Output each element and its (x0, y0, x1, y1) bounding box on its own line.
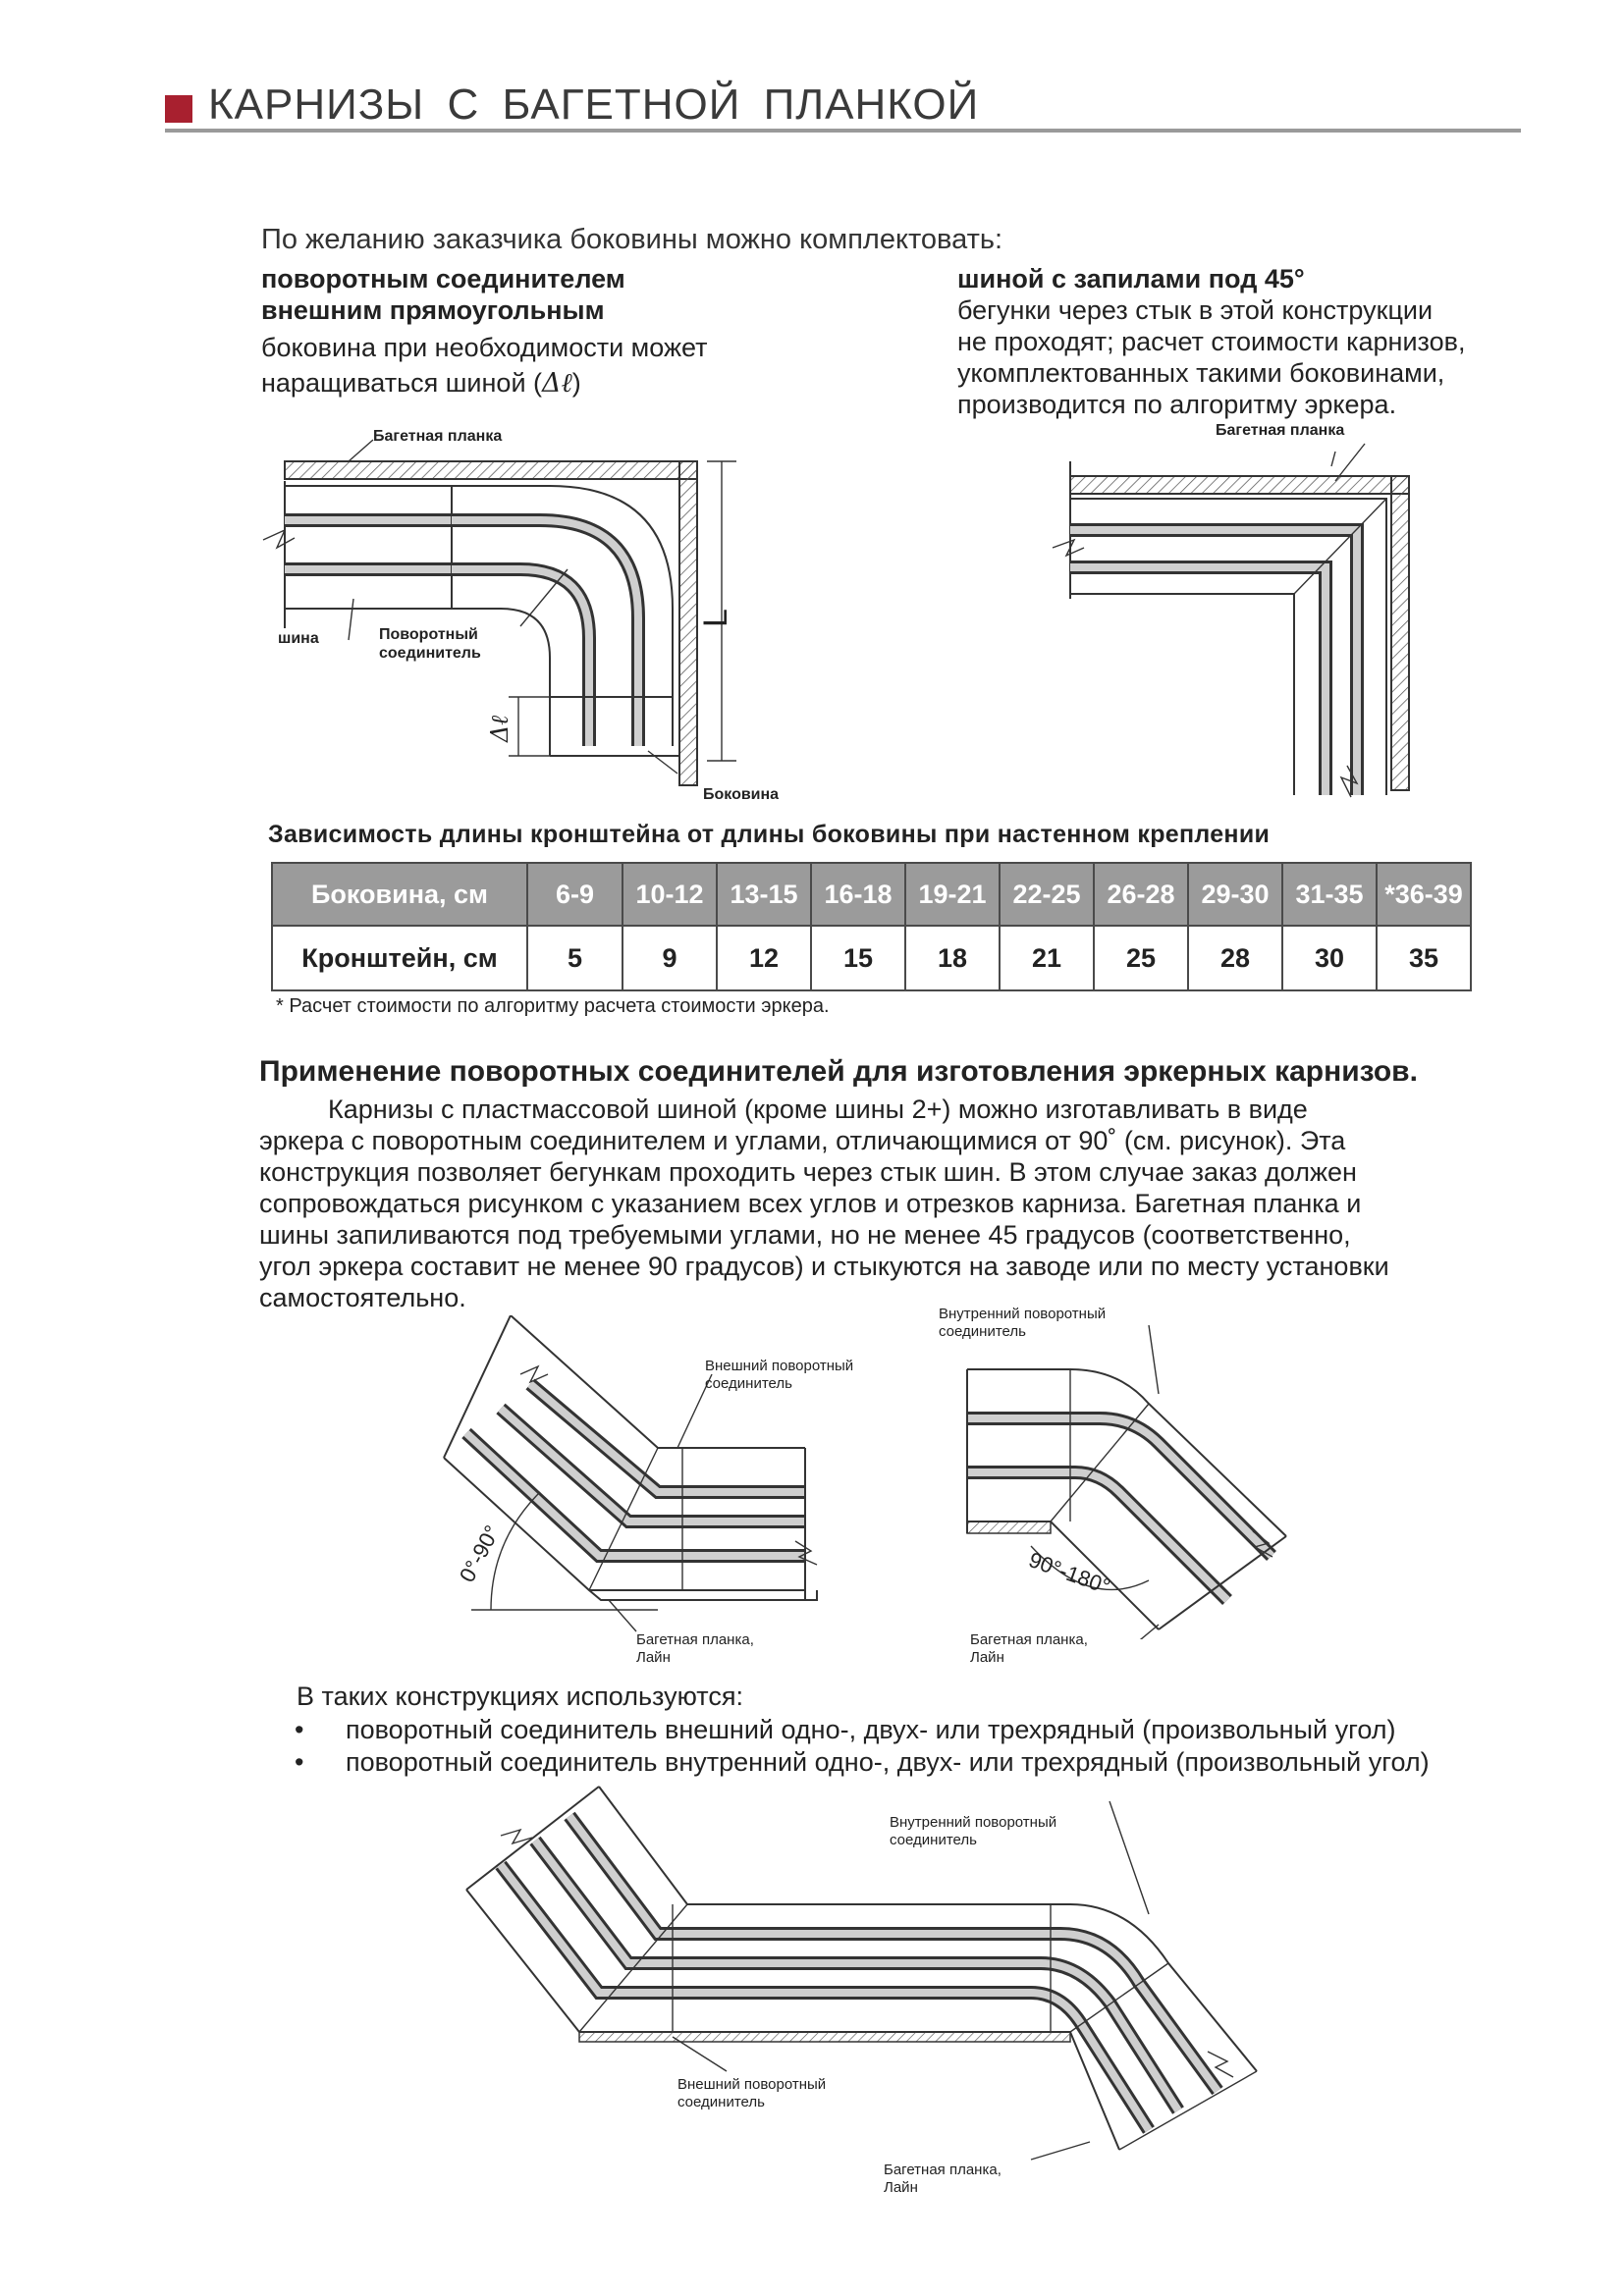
section2-line: угол эркера составит не менее 90 градусо… (259, 1252, 1389, 1281)
figure-external-angled-connector (443, 1315, 818, 1632)
table-cell: 19-21 (904, 862, 1001, 927)
section2-line: эркера с поворотным соединителем и углам… (259, 1126, 1346, 1155)
table-cell: 18 (904, 925, 1001, 991)
figure-internal-angled-connector (966, 1324, 1287, 1639)
table-caption: Зависимость длины кронштейна от длины бо… (268, 821, 1271, 848)
delta-l-symbol: Δℓ (542, 368, 572, 399)
fig3-label-baget1: Багетная планка, (636, 1631, 754, 1648)
table-cell: 10-12 (622, 862, 718, 927)
section2-line: шины запиливаются под требуемыми углами,… (259, 1220, 1351, 1250)
section2-line: сопровождаться рисунком с указанием всех… (259, 1189, 1362, 1218)
table-cell: 31-35 (1281, 862, 1378, 927)
header-rule (165, 129, 1521, 133)
connector-list: поворотный соединитель внешний одно-, дв… (267, 1714, 1430, 1779)
fig3-label-baget2: Лайн (636, 1649, 671, 1666)
intro-right-bold1: шиной с запилами под 45° (957, 264, 1305, 294)
intro-heading: По желанию заказчика боковины можно комп… (261, 224, 1003, 255)
intro-left-bold1: поворотным соединителем (261, 264, 625, 294)
wall-top (284, 460, 698, 480)
table-cell: 35 (1376, 925, 1472, 991)
table-cell: 28 (1187, 925, 1283, 991)
fig3-label-conn2: соединитель (705, 1375, 792, 1392)
list-item: поворотный соединитель внешний одно-, дв… (267, 1714, 1430, 1746)
intro-left-close: ) (571, 368, 581, 398)
table-cell: 22-25 (999, 862, 1095, 927)
wall-right (678, 460, 698, 786)
list-intro: В таких конструкциях используются: (297, 1682, 743, 1711)
intro-left-bold2: внешним прямоугольным (261, 295, 605, 325)
intro-right-line4: производится по алгоритму эркера. (957, 390, 1397, 419)
intro-right-line3: укомплектованных такими боковинами, (957, 358, 1445, 388)
fig5-label-baget1: Багетная планка, (884, 2162, 1001, 2178)
section2-line: конструкция позволяет бегункам проходить… (259, 1157, 1357, 1187)
table-cell: 16-18 (810, 862, 906, 927)
fig4-label-conn1: Внутренний поворотный (939, 1306, 1107, 1322)
fig1-label-shina: шина (278, 630, 319, 647)
fig3-label-connector: Внешний поворотный соединитель (705, 1358, 853, 1393)
table-cell: 30 (1281, 925, 1378, 991)
fig2-label-baget: Багетная планка (1216, 422, 1345, 439)
table-cell: *36-39 (1376, 862, 1472, 927)
figure-mitered-rail (1052, 443, 1410, 798)
fig1-label-bokovina: Боковина (703, 786, 780, 803)
intro-left-line2: наращиваться шиной ( (261, 368, 543, 398)
list-item: поворотный соединитель внутренний одно-,… (267, 1746, 1430, 1779)
fig1-label-conn2: соединитель (379, 645, 481, 662)
table-cell: 5 (526, 925, 623, 991)
table-row-bokovina: Боковина, см 6-9 10-12 13-15 16-18 19-21… (271, 862, 1472, 927)
table-cell: 13-15 (716, 862, 812, 927)
section2-line: самостоятельно. (259, 1283, 466, 1312)
figure-external-rect-connector (262, 439, 736, 786)
intro-left-block: поворотным соединителем внешним прямоуго… (261, 263, 708, 400)
fig4-label-connector: Внутренний поворотный соединитель (939, 1306, 1106, 1341)
intro-right-block: шиной с запилами под 45° бегунки через с… (957, 263, 1465, 420)
table-footnote: * Расчет стоимости по алгоритму расчета … (276, 995, 830, 1017)
fig3-label-baget: Багетная планка, Лайн (636, 1631, 754, 1667)
intro-right-line2: не проходят; расчет стоимости карнизов, (957, 327, 1466, 356)
table-cell: 15 (810, 925, 906, 991)
table-cell: 29-30 (1187, 862, 1283, 927)
table-row2-header: Кронштейн, см (271, 925, 528, 991)
table-cell: 9 (622, 925, 718, 991)
fig1-label-connector: Поворотный соединитель (379, 625, 481, 663)
page-title: КАРНИЗЫ С БАГЕТНОЙ ПЛАНКОЙ (208, 80, 980, 129)
table-cell: 6-9 (526, 862, 623, 927)
table-cell: 21 (999, 925, 1095, 991)
section2-heading: Применение поворотных соединителей для и… (259, 1055, 1418, 1088)
fig1-label-L: L (696, 609, 734, 627)
fig3-label-conn1: Внешний поворотный (705, 1358, 854, 1374)
fig1-label-baget: Багетная планка (373, 428, 503, 445)
figure-bay-window-combined (465, 1786, 1258, 2161)
bracket-table: Боковина, см 6-9 10-12 13-15 16-18 19-21… (271, 862, 1472, 991)
section2-paragraph: Карнизы с пластмассовой шиной (кроме шин… (259, 1094, 1389, 1313)
fig5-label-outer: Внешний поворотный соединитель (677, 2076, 826, 2111)
fig4-label-baget2: Лайн (970, 1649, 1004, 1666)
fig1-label-conn1: Поворотный (379, 626, 478, 643)
intro-left-line1: боковина при необходимости может (261, 333, 708, 362)
fig1-label-dl: Δℓ (486, 715, 514, 743)
table-cell: 25 (1093, 925, 1189, 991)
intro-right-line1: бегунки через стык в этой конструкции (957, 295, 1434, 325)
fig4-label-baget1: Багетная планка, (970, 1631, 1088, 1648)
table-row1-header: Боковина, см (271, 862, 528, 927)
fig5-label-in1: Внутренний поворотный (890, 1814, 1057, 1831)
fig5-label-in2: соединитель (890, 1832, 977, 1848)
fig5-label-out1: Внешний поворотный (677, 2076, 827, 2093)
fig5-label-inner: Внутренний поворотный соединитель (890, 1814, 1056, 1849)
fig4-label-conn2: соединитель (939, 1323, 1026, 1340)
table-cell: 26-28 (1093, 862, 1189, 927)
fig5-label-baget: Багетная планка, Лайн (884, 2162, 1001, 2197)
header-square-marker (165, 95, 192, 123)
intro-left-line2-wrap: наращиваться шиной (Δℓ) (261, 367, 708, 400)
fig5-label-baget2: Лайн (884, 2179, 918, 2196)
section2-line: Карнизы с пластмассовой шиной (кроме шин… (328, 1095, 1308, 1124)
table-cell: 12 (716, 925, 812, 991)
fig4-label-baget: Багетная планка, Лайн (970, 1631, 1088, 1667)
fig5-label-out2: соединитель (677, 2094, 765, 2110)
table-row-kronshtein: Кронштейн, см 5 9 12 15 18 21 25 28 30 3… (271, 925, 1472, 991)
